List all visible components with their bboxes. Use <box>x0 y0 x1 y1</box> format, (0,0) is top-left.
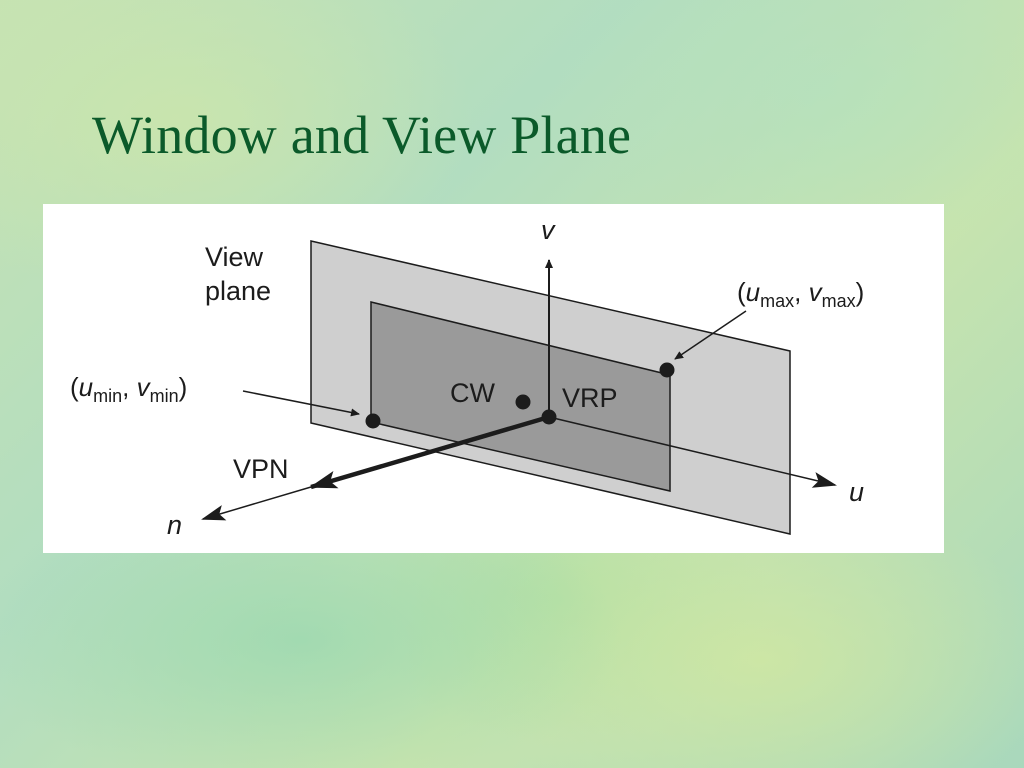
u-axis <box>548 416 837 488</box>
umin-vmin-point <box>365 413 381 429</box>
vpn-arrow <box>309 414 550 490</box>
umax-vmax-point <box>659 362 675 378</box>
n-axis <box>201 486 312 521</box>
min-pointer-arrow <box>242 390 360 417</box>
view-plane-label-line1: View <box>205 242 264 272</box>
v-axis-label: v <box>541 215 556 245</box>
cw-label: CW <box>450 378 495 408</box>
diagram-panel: View plane v u n VPN CW VRP (umin, vmin)… <box>43 204 944 553</box>
umin-vmin-label: (umin, vmin) <box>70 372 187 406</box>
slide-title: Window and View Plane <box>92 105 632 165</box>
view-plane-label-line2: plane <box>205 276 271 306</box>
max-pointer-arrow <box>674 310 747 360</box>
cw-point <box>515 394 531 410</box>
u-axis-label: u <box>849 477 864 507</box>
umax-vmax-label: (umax, vmax) <box>737 277 864 311</box>
vrp-label: VRP <box>562 383 618 413</box>
n-axis-label: n <box>167 510 182 540</box>
vrp-point <box>541 409 557 425</box>
vpn-label: VPN <box>233 454 289 484</box>
view-plane-diagram: View plane v u n VPN CW VRP (umin, vmin)… <box>70 215 864 540</box>
